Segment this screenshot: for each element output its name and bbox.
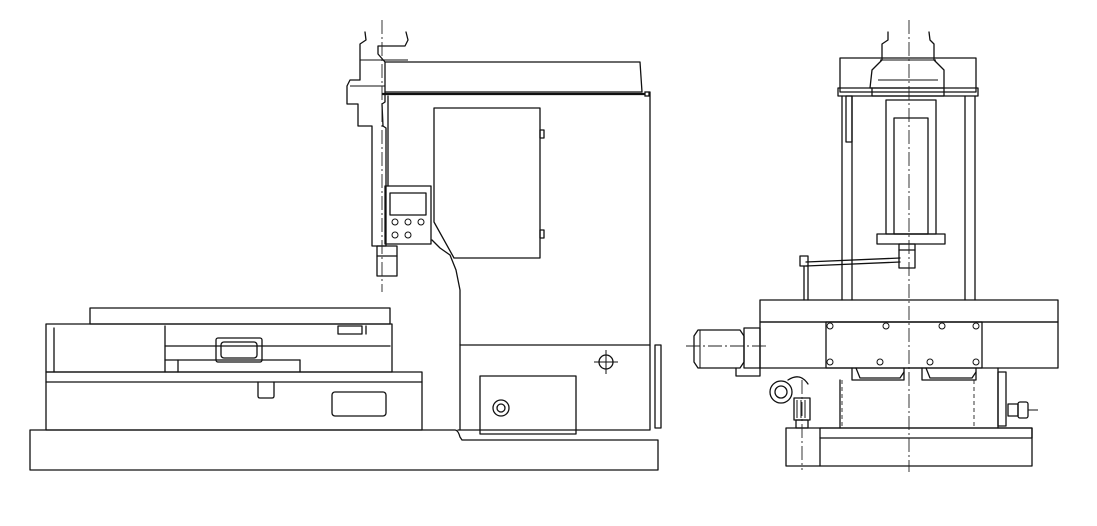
side-handwheel [769,376,811,429]
electrical-box [479,375,577,435]
side-elevation-view [686,20,1059,472]
side-top-frame [837,57,979,301]
work-table [45,307,393,373]
control-panel [384,185,432,245]
column-port-marker [594,350,618,374]
side-spindle-motor [869,31,945,97]
lower-bed [45,371,423,431]
side-lower-column [839,367,1007,429]
spindle-head [346,31,409,277]
table-handle [215,337,263,363]
side-clamp-knob [1007,401,1038,419]
main-column [431,91,662,431]
head-cover [382,61,650,187]
access-door [433,107,545,259]
side-ram-housing [876,99,946,269]
side-feed-motor [686,327,761,377]
side-lever-arm [799,255,901,301]
front-elevation-view [29,20,662,471]
machine-base [29,429,659,471]
